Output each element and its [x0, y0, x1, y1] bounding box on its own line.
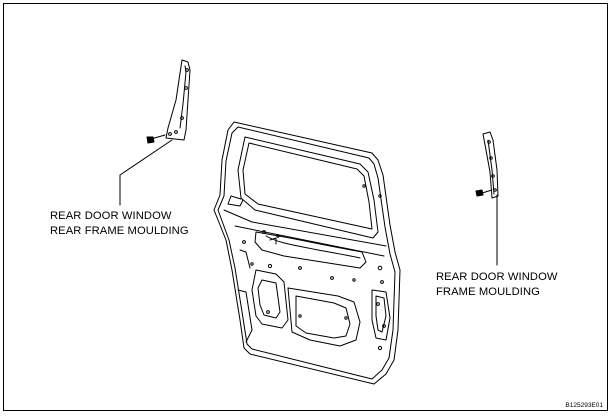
frame-moulding-part [482, 131, 499, 199]
rear-frame-moulding-label: REAR DOOR WINDOW REAR FRAME MOULDING [50, 209, 189, 239]
rear-frame-moulding-label-line1: REAR DOOR WINDOW [50, 210, 172, 222]
figure-code: B125293E01 [565, 402, 603, 409]
frame-moulding-label: REAR DOOR WINDOW FRAME MOULDING [436, 270, 558, 300]
rear-door-panel [213, 121, 401, 385]
rear-frame-moulding-label-line2: REAR FRAME MOULDING [50, 225, 189, 237]
rear-frame-moulding-part [165, 59, 191, 141]
frame-moulding-label-line2: FRAME MOULDING [436, 286, 540, 298]
left-clip [146, 134, 166, 144]
right-clip [475, 189, 493, 197]
diagram-frame [3, 3, 608, 411]
frame-moulding-label-line1: REAR DOOR WINDOW [436, 271, 558, 283]
left-leader-line [119, 139, 173, 206]
